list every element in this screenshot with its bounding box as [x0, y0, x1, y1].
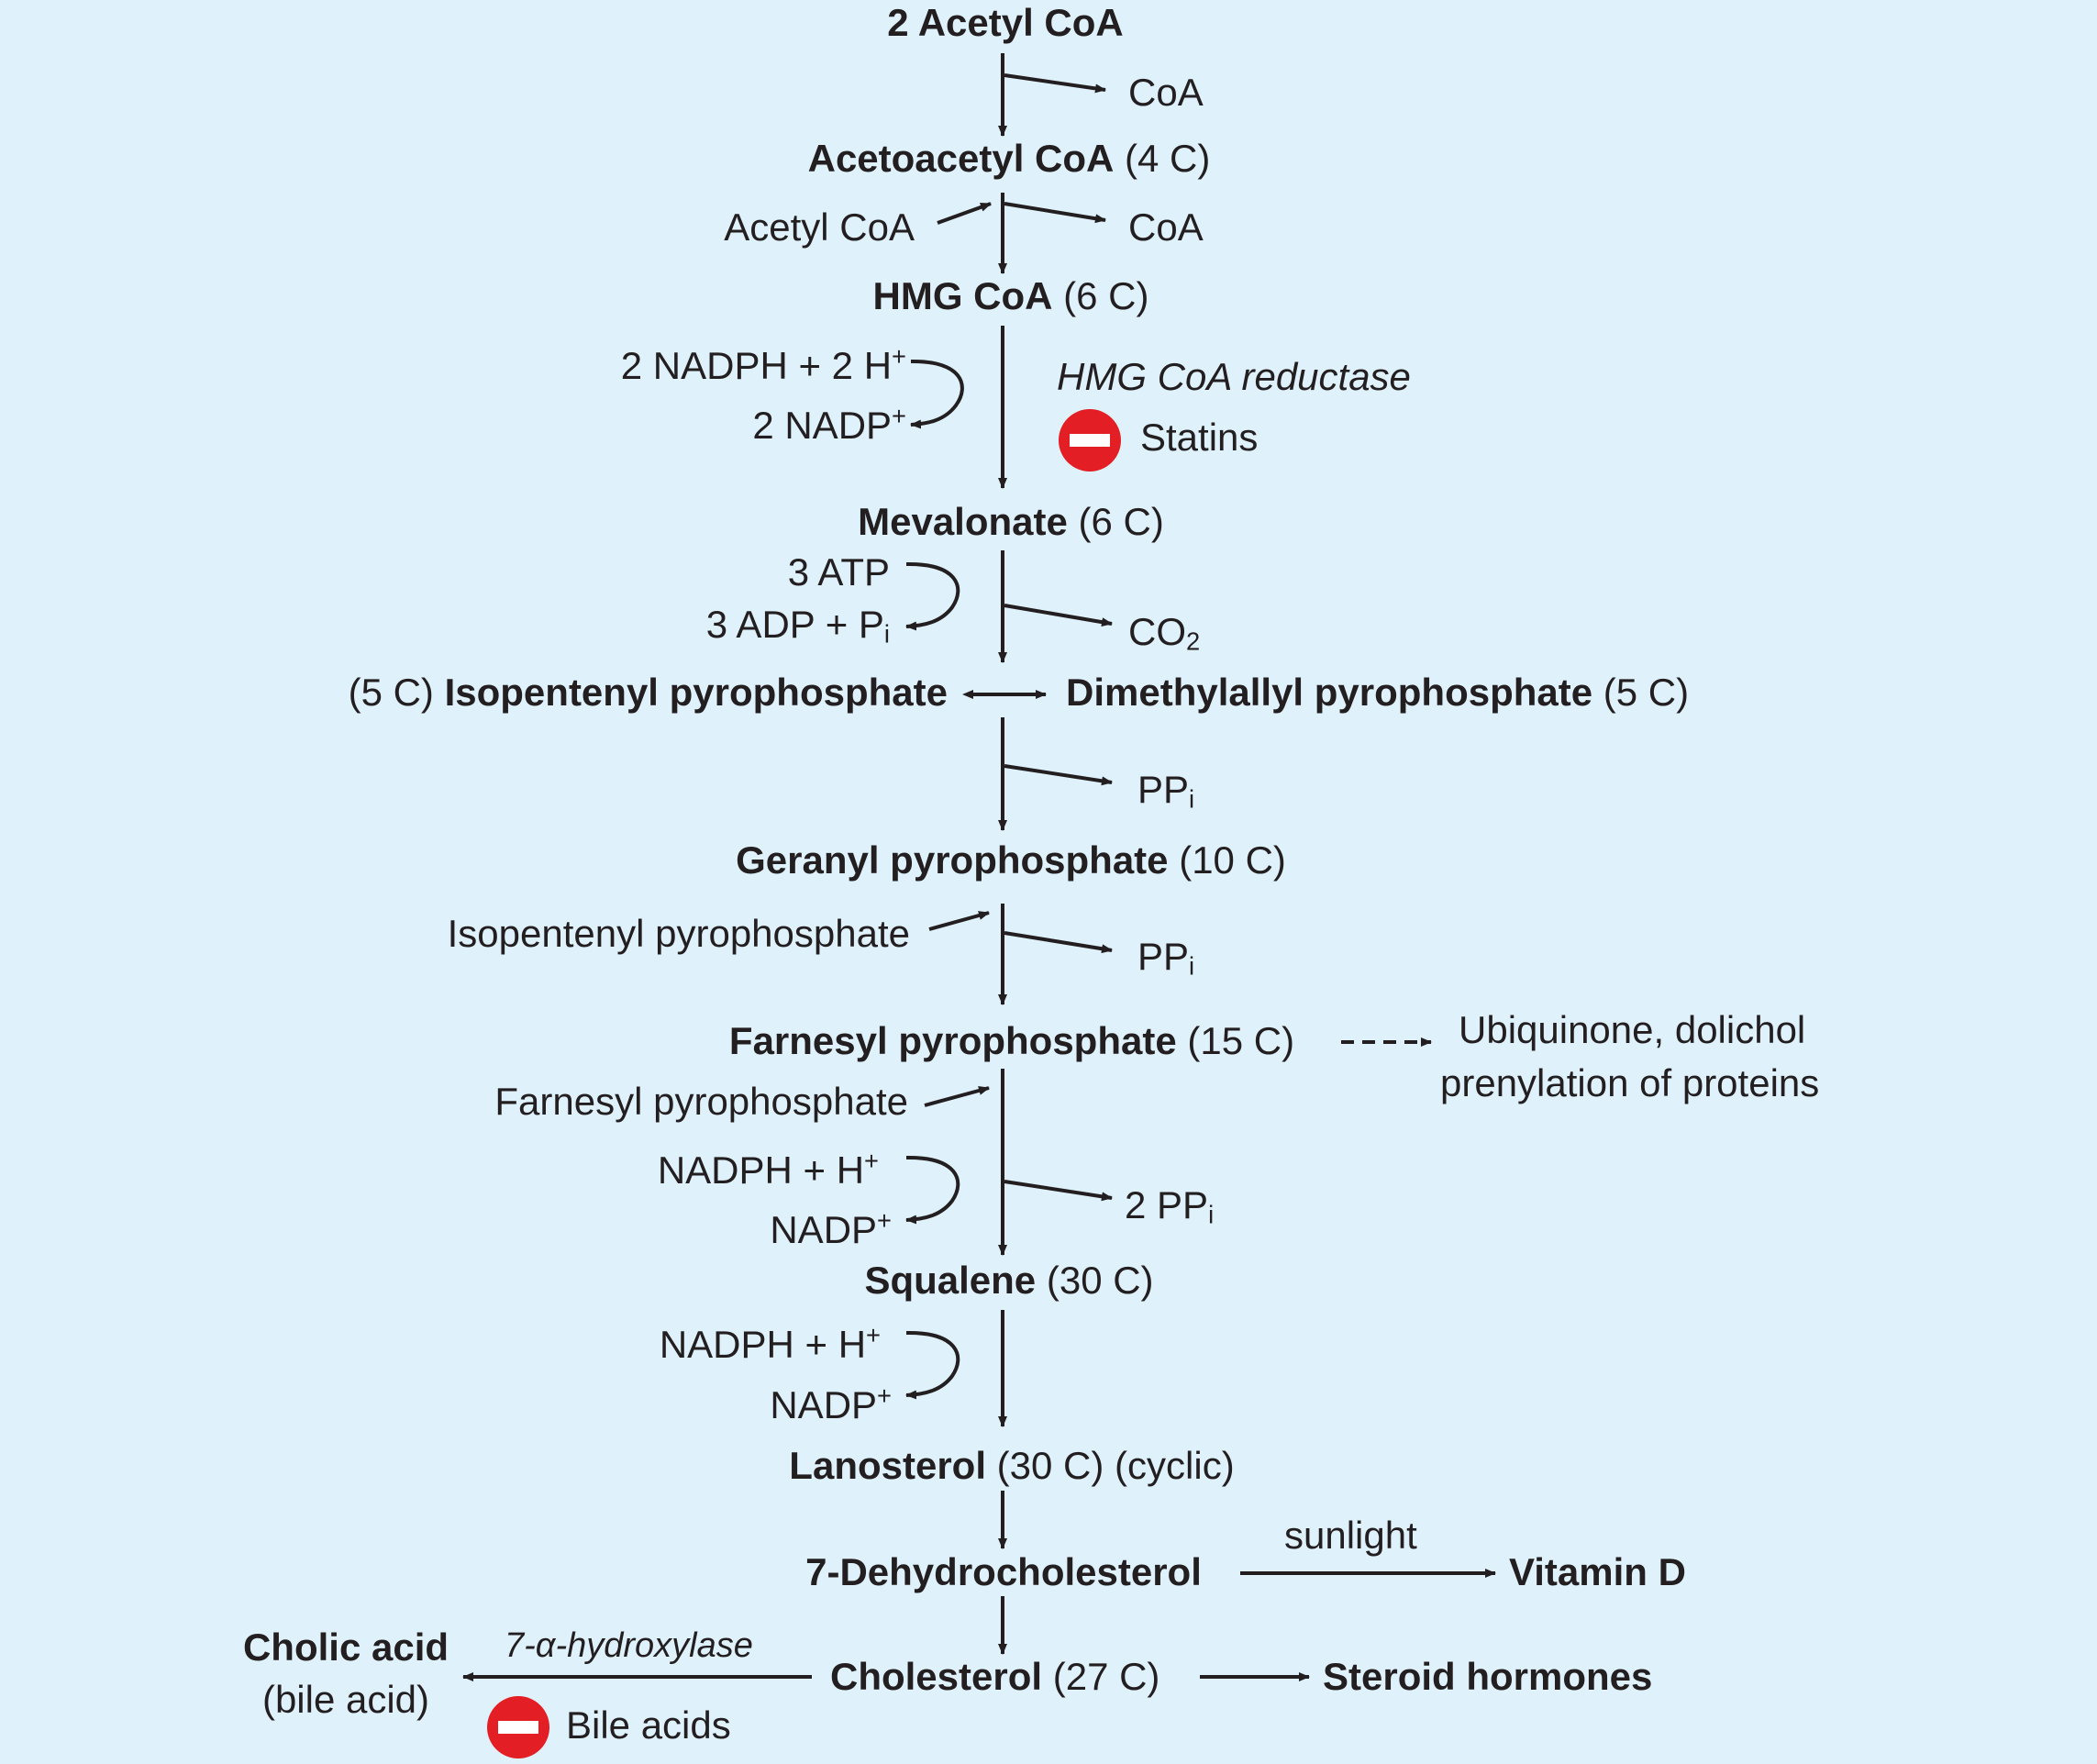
node-dimethylallyl-pyrophosphate: Dimethylallyl pyrophosphate (5 C)	[1066, 671, 1690, 714]
cofactor-3-atp: 3 ATP	[787, 550, 890, 594]
byproduct-ppi-1: PPi	[1137, 768, 1195, 814]
substrate-farnesyl-pyrophosphate: Farnesyl pyrophosphate	[494, 1080, 908, 1123]
enzyme-7-alpha-hydroxylase: 7-α-hydroxylase	[505, 1626, 753, 1665]
product-cholic-acid-note: (bile acid)	[261, 1678, 430, 1721]
inhibitor-icon-statins	[1059, 409, 1121, 472]
node-farnesyl-pyrophosphate: Farnesyl pyrophosphate (15 C)	[728, 1019, 1295, 1062]
node-2-acetyl-coa: 2 Acetyl CoA	[887, 1, 1124, 44]
byproduct-coa-1: CoA	[1128, 71, 1204, 114]
product-prenylation: prenylation of proteins	[1440, 1061, 1820, 1104]
product-ubiquinone-dolichol: Ubiquinone, dolichol	[1459, 1008, 1806, 1051]
cofactor-2-nadph: 2 NADPH + 2 H+	[620, 342, 906, 387]
cofactor-nadp-2: NADP+	[770, 1381, 892, 1426]
byproduct-co2: CO2	[1128, 610, 1201, 656]
substrate-isopentenyl-pyrophosphate: Isopentenyl pyrophosphate	[447, 912, 910, 955]
byproduct-ppi-2: PPi	[1137, 935, 1195, 981]
byproduct-coa-2: CoA	[1128, 205, 1204, 249]
product-vitamin-d: Vitamin D	[1509, 1550, 1686, 1593]
cofactor-2-nadp: 2 NADP+	[752, 402, 906, 447]
node-cholesterol: Cholesterol (27 C)	[830, 1655, 1160, 1698]
cofactor-nadph-2: NADPH + H+	[659, 1321, 881, 1366]
cofactor-nadp-1: NADP+	[770, 1206, 892, 1251]
node-geranyl-pyrophosphate: Geranyl pyrophosphate (10 C)	[736, 838, 1286, 882]
node-squalene: Squalene (30 C)	[864, 1259, 1154, 1302]
inhibitor-label-bile-acids: Bile acids	[566, 1703, 731, 1747]
cofactor-nadph-1: NADPH + H+	[657, 1147, 879, 1192]
inhibitor-icon-bile-acids	[487, 1696, 549, 1758]
inhibitor-label-statins: Statins	[1140, 416, 1259, 459]
node-mevalonate: Mevalonate (6 C)	[858, 500, 1164, 543]
node-lanosterol: Lanosterol (30 C) (cyclic)	[789, 1444, 1235, 1487]
substrate-acetyl-coa: Acetyl CoA	[724, 205, 915, 249]
byproduct-2-ppi: 2 PPi	[1125, 1183, 1215, 1229]
cofactor-3-adp-pi: 3 ADP + Pi	[705, 603, 890, 649]
node-hmg-coa: HMG CoA (6 C)	[872, 274, 1149, 317]
node-isopentenyl-pyrophosphate: (5 C) Isopentenyl pyrophosphate	[348, 671, 948, 714]
enzyme-hmg-coa-reductase: HMG CoA reductase	[1057, 355, 1411, 398]
product-steroid-hormones: Steroid hormones	[1323, 1655, 1653, 1698]
product-cholic-acid: Cholic acid	[242, 1625, 449, 1669]
node-acetoacetyl-coa: Acetoacetyl CoA (4 C)	[807, 137, 1211, 180]
condition-sunlight: sunlight	[1284, 1514, 1417, 1557]
node-7-dehydrocholesterol: 7-Dehydrocholesterol	[805, 1550, 1202, 1593]
